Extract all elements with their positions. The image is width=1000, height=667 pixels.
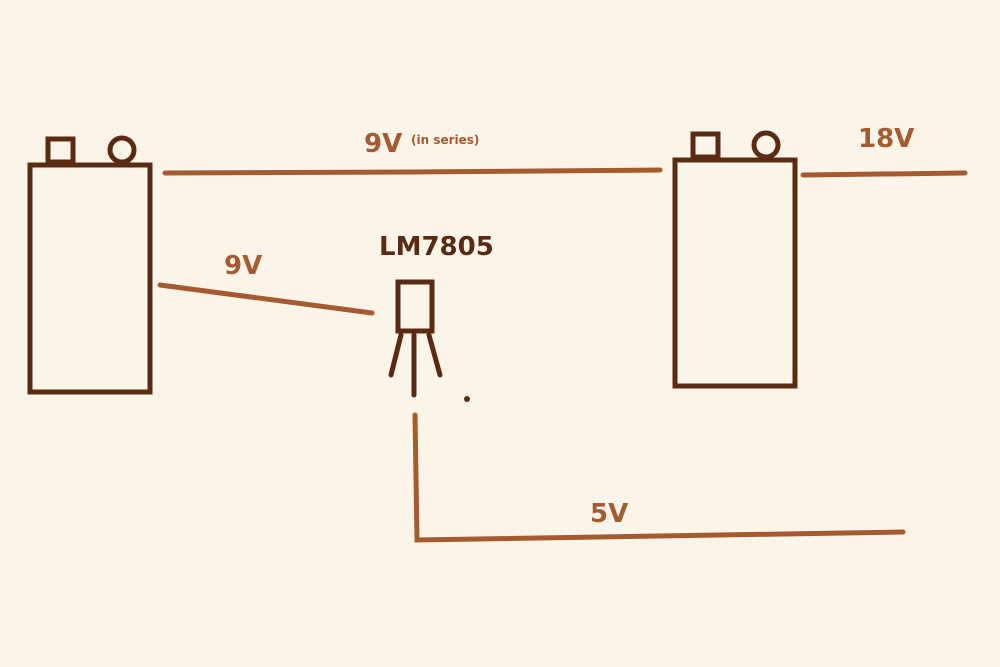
wire-18v — [800, 170, 968, 178]
lm7805-regulator — [388, 279, 443, 398]
regulator-leg-output — [426, 332, 443, 378]
battery-left — [27, 135, 153, 395]
battery-right — [672, 130, 798, 389]
stray-dot — [464, 396, 470, 402]
battery-left-positive-terminal — [107, 135, 137, 165]
label-input-voltage: 9V — [224, 251, 262, 281]
label-regulator: LM7805 — [379, 232, 494, 262]
battery-right-positive-terminal — [751, 130, 781, 160]
battery-right-negative-terminal — [690, 131, 721, 160]
wire-9v-input — [157, 282, 375, 316]
wire-series — [162, 167, 663, 176]
label-total-voltage: 18V — [858, 124, 914, 154]
label-series-voltage: 9V — [364, 129, 402, 159]
battery-left-negative-terminal — [45, 136, 76, 165]
label-series-note: (in series) — [411, 133, 479, 147]
wire-5v-output — [412, 412, 906, 543]
regulator-leg-input — [388, 332, 404, 378]
label-output-voltage: 5V — [590, 499, 628, 529]
